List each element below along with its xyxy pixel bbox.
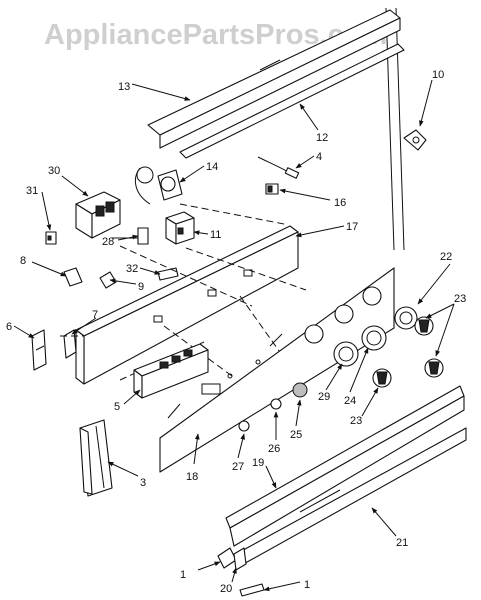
screw-27 <box>238 420 250 432</box>
callout-28: 28 <box>102 236 114 248</box>
callout-12: 12 <box>316 132 328 144</box>
top-trim-strip <box>147 9 401 149</box>
callout-21: 21 <box>396 537 408 549</box>
callout-16: 16 <box>334 197 346 209</box>
callout-5: 5 <box>114 401 120 413</box>
knob-23-right-lower <box>424 358 444 378</box>
relay-30 <box>75 191 121 239</box>
assembly-line <box>185 247 307 291</box>
callout-7: 7 <box>92 309 98 321</box>
bracket-31 <box>45 231 57 245</box>
knob-23-right-upper <box>414 316 434 336</box>
switch-14 <box>134 166 183 205</box>
callout-20: 20 <box>220 583 232 595</box>
assembly-line <box>119 245 253 307</box>
knob-25 <box>292 382 308 398</box>
side-bracket-6 <box>31 329 47 371</box>
clip-2 <box>217 547 237 569</box>
terminal-32 <box>157 267 179 281</box>
callout-4: 4 <box>316 151 322 163</box>
callout-31: 31 <box>26 185 38 197</box>
bottom-trim-strip <box>225 385 467 567</box>
switch-box-11 <box>165 211 195 245</box>
callout-1: 1 <box>304 579 310 591</box>
knob-ring-24 <box>361 325 387 351</box>
callout-24: 24 <box>344 395 356 407</box>
leader-lines <box>13 79 455 592</box>
bracket-7 <box>63 329 77 359</box>
callout-2: 1 <box>180 569 186 581</box>
callout-3: 3 <box>140 477 146 489</box>
knob-ring-22 <box>394 306 418 330</box>
bracket-28 <box>112 227 149 245</box>
clip-10 <box>403 129 427 151</box>
callout-30: 30 <box>48 165 60 177</box>
display-module-5 <box>133 343 209 399</box>
callout-19: 19 <box>252 457 264 469</box>
cabinet-edge-line <box>385 7 395 251</box>
clip-9 <box>99 271 117 289</box>
trim-strip-12 <box>179 43 405 159</box>
callout-29: 29 <box>318 391 330 403</box>
callout-9: 9 <box>138 281 144 293</box>
callout-26: 26 <box>268 443 280 455</box>
callout-8: 8 <box>20 255 26 267</box>
assembly-line <box>163 325 233 377</box>
callout-17: 17 <box>346 221 358 233</box>
screw-26 <box>270 398 282 410</box>
callout-22: 22 <box>440 251 452 263</box>
block-16 <box>265 183 279 195</box>
front-glass-panel <box>159 267 395 473</box>
callout-23-left: 23 <box>350 415 362 427</box>
assembly-line <box>179 203 285 225</box>
knob-23-left <box>372 368 392 388</box>
end-cap-3 <box>79 419 113 497</box>
control-panel-backing <box>75 225 299 385</box>
callout-25: 25 <box>290 429 302 441</box>
callout-13: 13 <box>118 81 130 93</box>
block-8 <box>63 267 83 287</box>
callout-32: 32 <box>126 263 138 275</box>
knob-ring-29 <box>333 341 359 367</box>
callout-11: 11 <box>210 229 221 241</box>
callout-27: 27 <box>232 461 244 473</box>
callout-18: 18 <box>186 471 198 483</box>
callout-10: 10 <box>432 69 444 81</box>
sensor-wire <box>257 156 300 179</box>
callout-6: 6 <box>6 321 12 333</box>
part-1 <box>239 583 265 597</box>
connector-20 <box>233 547 247 571</box>
callout-14: 14 <box>206 161 218 173</box>
callout-23-right: 23 <box>454 293 466 305</box>
